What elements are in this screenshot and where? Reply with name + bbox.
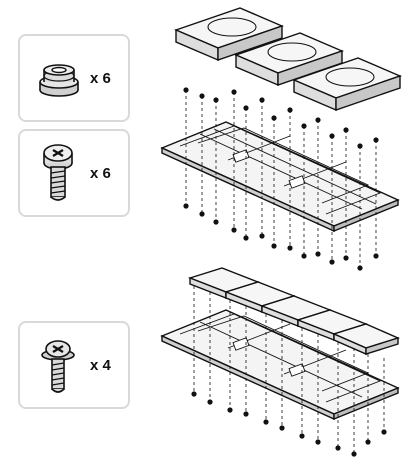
hdd-screws <box>183 87 379 271</box>
grommet-part-card: x 6 <box>18 34 130 122</box>
large-screw-quantity: x 6 <box>90 165 111 182</box>
ssd-tray-assembly <box>160 267 400 457</box>
grommet-icon <box>39 64 79 97</box>
ssd-drives <box>187 267 400 356</box>
ssd-screw-guides <box>193 286 385 454</box>
flange-screw-part-card: x 4 <box>18 321 130 409</box>
ssd-drive-5 <box>332 323 400 356</box>
hdd-tray-assembly <box>160 7 402 271</box>
large-screw-part-card: x 6 <box>18 129 130 217</box>
hard-drive-2 <box>234 32 344 87</box>
grommet-quantity: x 6 <box>90 70 111 87</box>
hard-drive-1 <box>174 7 284 62</box>
large-head-screw-icon <box>43 144 73 201</box>
ssd-tray-plate <box>160 309 400 421</box>
hdd-tray-plate <box>160 121 400 233</box>
hard-drive-3 <box>292 57 402 112</box>
hdd-screw-guides <box>185 90 377 268</box>
flange-head-screw-icon <box>41 340 75 393</box>
flange-screw-quantity: x 4 <box>90 357 111 374</box>
ssd-screws <box>191 391 387 457</box>
